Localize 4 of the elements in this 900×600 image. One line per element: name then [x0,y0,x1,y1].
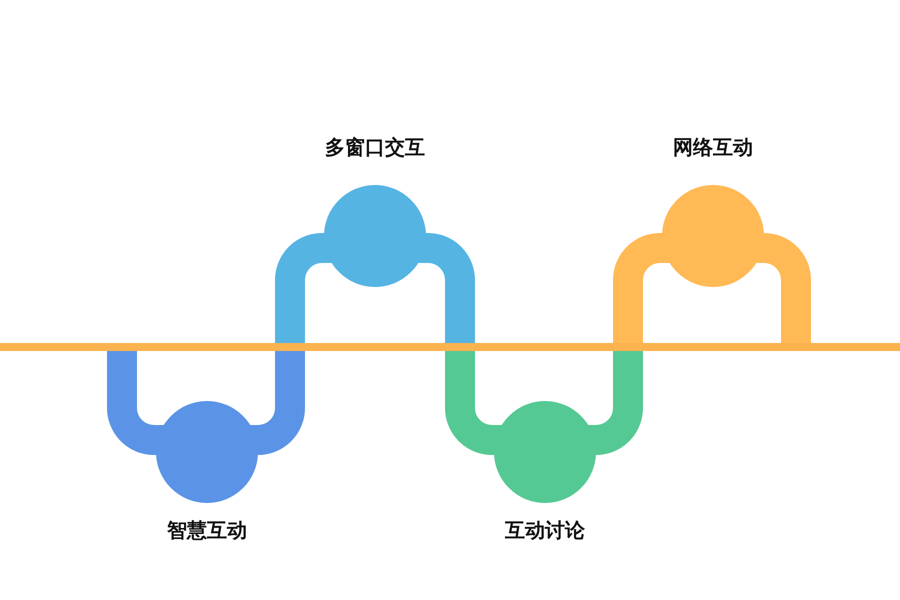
step-label: 互动讨论 [504,517,586,543]
step-label: 多窗口交互 [324,134,426,160]
step-label: 智慧互动 [166,517,248,543]
step-label: 网络互动 [672,134,754,160]
